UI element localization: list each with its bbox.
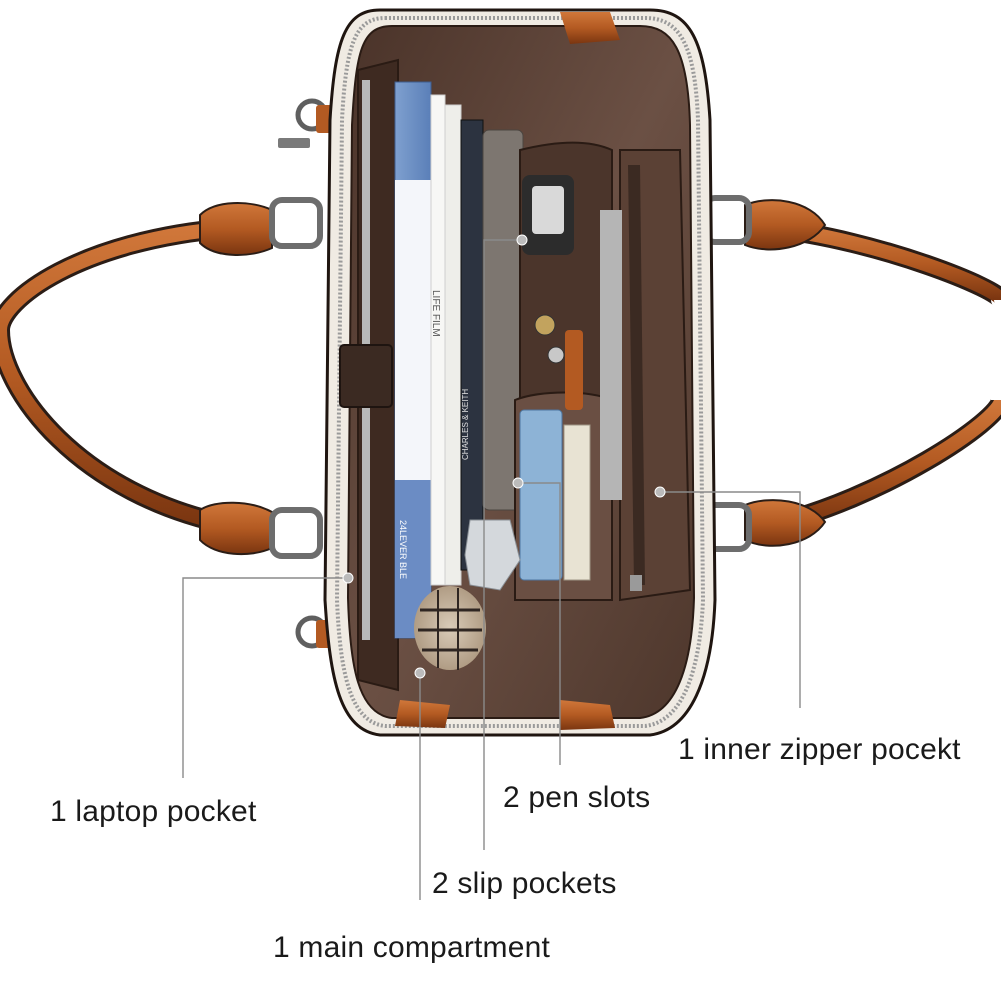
label-main-compartment: 1 main compartment (273, 931, 551, 964)
book-spine-brand: CHARLES & KEITH (461, 389, 470, 460)
left-handle (0, 197, 323, 559)
label-slip-pockets: 2 slip pockets (432, 867, 617, 900)
plaid-scarf (414, 586, 486, 670)
notebook-spine: 24LEVER BLE (398, 520, 408, 579)
callout-dots (342, 234, 666, 679)
inner-pockets (464, 141, 613, 601)
book-spine-life-film: LIFE FILM (430, 290, 441, 337)
label-inner-zipper-pocket: 1 inner zipper pocekt (678, 733, 961, 766)
laptop-pocket (339, 58, 399, 692)
label-laptop-pocket: 1 laptop pocket (50, 795, 257, 828)
right-handle (702, 195, 1001, 552)
label-pen-slots: 2 pen slots (503, 781, 651, 814)
inner-zipper-pocket (600, 149, 692, 602)
callout-leaders (182, 239, 801, 900)
